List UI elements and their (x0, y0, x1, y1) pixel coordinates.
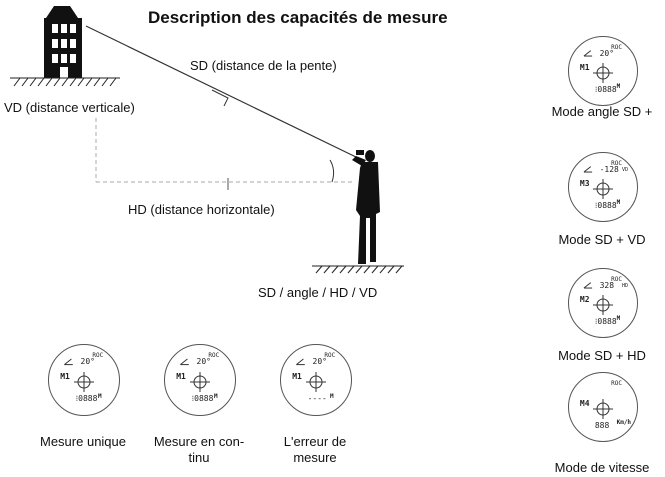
sd-marker (211, 89, 229, 107)
crosshair-icon (583, 50, 613, 83)
mode-caption: Mode de vitesse (554, 460, 650, 475)
display-unit: M (616, 199, 621, 207)
display-line1: 328 (599, 280, 615, 290)
vd-label: VD (distance verticale) (4, 100, 135, 115)
ground-person (312, 265, 404, 274)
display-value: ⁝0888 (594, 200, 617, 210)
rangefinder-display: ROC M4 888 Km/h (568, 372, 638, 442)
badge: ROC (208, 352, 220, 359)
ground-building (10, 77, 120, 87)
angle-arc (329, 159, 335, 183)
display-line1: -128 (599, 164, 619, 174)
slope-line (85, 25, 359, 159)
mode-indicator: M1 (60, 371, 70, 381)
page-title: Description des capacités de mesure (148, 8, 448, 27)
badge: ROC (611, 159, 622, 167)
display-value: 888 (594, 420, 610, 430)
mode-indicator: M1 (579, 62, 590, 72)
mode-indicator: M1 (292, 371, 302, 381)
badge: ROC (611, 379, 622, 387)
mode-indicator: M2 (579, 294, 590, 304)
display-value: ⁝0888 (594, 84, 617, 94)
badge: ROC (324, 352, 336, 359)
display-unit: M (616, 315, 621, 323)
badge: ROC (611, 275, 622, 283)
badge: ROC (611, 43, 622, 51)
sd-label: SD (distance de la pente) (190, 58, 337, 73)
mode-caption: Mesure unique (40, 434, 126, 449)
crosshair-icon (296, 358, 326, 392)
display-unit: M (98, 392, 102, 400)
mode-indicator: M4 (579, 398, 590, 408)
crosshair-icon (180, 358, 210, 392)
display-suffix: HD (622, 282, 629, 289)
display-line1: 20° (80, 356, 95, 366)
mode-caption: Mode SD + VD (558, 232, 646, 247)
display-line1: 20° (599, 48, 615, 58)
observer-label: SD / angle / HD / VD (258, 285, 378, 300)
mode-caption: Mesure en con- tinu (153, 434, 245, 465)
display-value: ⁝0888 (191, 394, 214, 403)
display-value: ⁝0888 (75, 394, 98, 403)
mode-indicator: M1 (176, 371, 186, 381)
display-value: ---- (307, 394, 327, 403)
crosshair-icon (583, 282, 613, 315)
hd-label: HD (distance horizontale) (128, 202, 275, 217)
crosshair-icon (64, 358, 94, 392)
display-value: ⁝0888 (594, 316, 617, 326)
display-unit: M (330, 392, 334, 400)
crosshair-icon (583, 166, 613, 199)
building-icon (44, 6, 82, 78)
display-suffix: VD (622, 166, 629, 173)
display-unit: Km/h (616, 419, 632, 427)
display-unit: M (616, 83, 621, 91)
mode-caption: Mode angle SD + (551, 104, 653, 119)
display-line1: 20° (312, 356, 327, 366)
mode-indicator: M3 (579, 178, 590, 188)
display-unit: M (214, 392, 218, 400)
badge: ROC (92, 352, 104, 359)
mode-caption: L'erreur de mesure (283, 434, 347, 465)
display-line1: 20° (196, 356, 211, 366)
mode-caption: Mode SD + HD (558, 348, 646, 363)
crosshair-icon (593, 399, 613, 419)
person-icon (352, 150, 380, 264)
